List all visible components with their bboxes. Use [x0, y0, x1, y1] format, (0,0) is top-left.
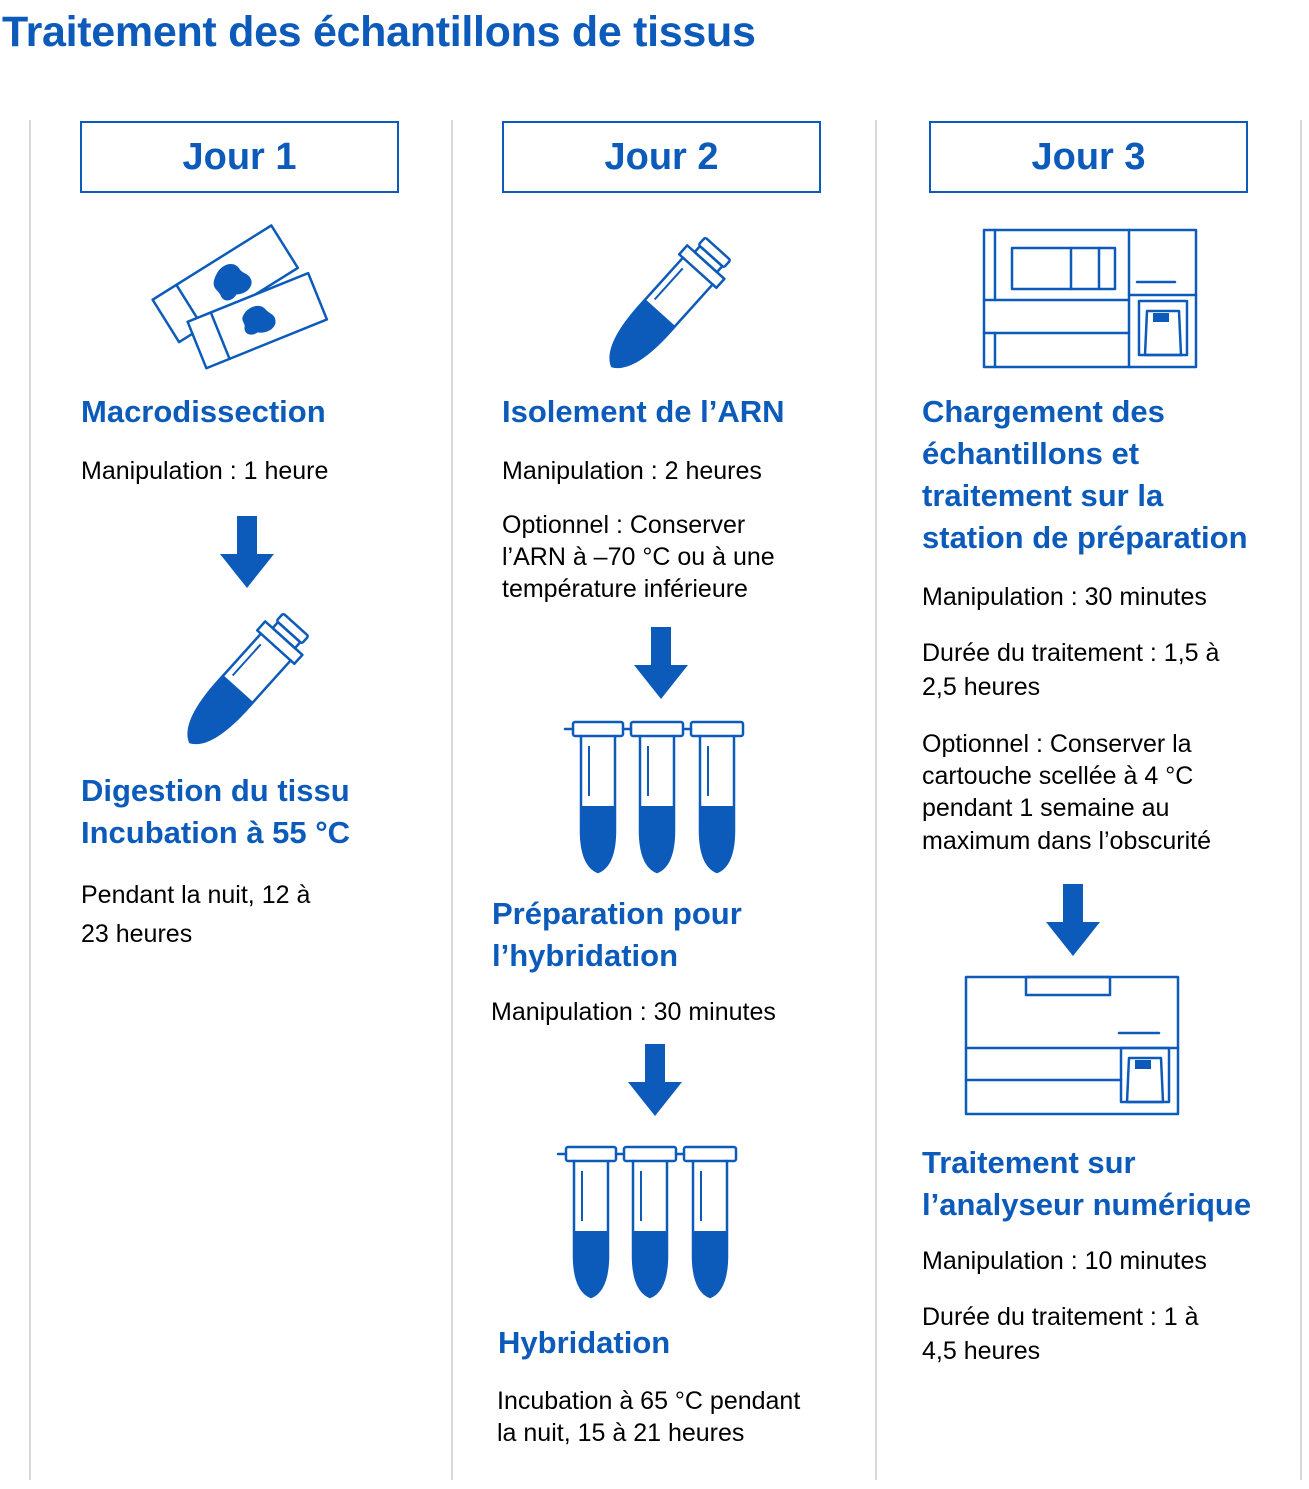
step-heading: Hybridation — [498, 1325, 671, 1360]
step-detail: 23 heures — [81, 920, 193, 948]
step-note: Optionnel : Conserver la — [922, 730, 1192, 758]
step-detail: Incubation à 65 °C pendant — [497, 1387, 801, 1415]
day-2-header: Jour 2 — [502, 121, 821, 193]
step-detail: Manipulation : 30 minutes — [491, 998, 776, 1026]
day-3-header: Jour 3 — [929, 121, 1248, 193]
step-heading: Isolement de l’ARN — [502, 394, 785, 429]
down-arrow-icon — [634, 627, 688, 699]
step-heading: station de préparation — [922, 520, 1248, 555]
page-title: Traitement des échantillons de tissus — [2, 8, 756, 56]
step-detail: Pendant la nuit, 12 à — [81, 881, 311, 909]
tube-strip-icon — [556, 1145, 738, 1299]
step-detail: la nuit, 15 à 21 heures — [497, 1419, 745, 1447]
step-heading: Macrodissection — [81, 394, 326, 429]
step-heading: Incubation à 55 °C — [81, 815, 351, 850]
step-detail: Manipulation : 2 heures — [502, 457, 762, 485]
tube-icon — [187, 612, 309, 745]
step-heading: traitement sur la — [922, 478, 1164, 513]
step-heading: Chargement des — [922, 394, 1165, 429]
down-arrow-icon — [628, 1044, 682, 1116]
down-arrow-icon — [220, 516, 274, 588]
tissue-slides-icon — [151, 224, 329, 370]
step-note: l’ARN à –70 °C ou à une — [502, 543, 775, 571]
down-arrow-icon — [1046, 884, 1100, 956]
prep-station-icon — [982, 228, 1198, 369]
step-duration: 2,5 heures — [922, 673, 1041, 701]
step-detail: Manipulation : 1 heure — [81, 457, 329, 485]
step-heading: Préparation pour — [492, 896, 742, 931]
column-divider — [451, 120, 453, 1480]
step-note: maximum dans l’obscurité — [922, 827, 1211, 855]
step-detail: Manipulation : 30 minutes — [922, 583, 1207, 611]
step-heading: échantillons et — [922, 436, 1140, 471]
column-divider — [875, 120, 877, 1480]
tube-strip-icon — [563, 720, 745, 874]
digital-analyzer-icon — [964, 975, 1180, 1116]
column-divider — [29, 120, 31, 1480]
step-heading: l’analyseur numérique — [922, 1187, 1252, 1222]
step-duration: Durée du traitement : 1,5 à — [922, 639, 1220, 667]
step-heading: Traitement sur — [922, 1145, 1136, 1180]
step-note: cartouche scellée à 4 °C — [922, 762, 1194, 790]
column-divider — [1300, 120, 1302, 1480]
step-note: température inférieure — [502, 575, 748, 603]
step-heading: l’hybridation — [492, 938, 678, 973]
step-duration: 4,5 heures — [922, 1337, 1041, 1365]
step-note: pendant 1 semaine au — [922, 794, 1170, 822]
day-1-header: Jour 1 — [80, 121, 399, 193]
step-note: Optionnel : Conserver — [502, 511, 746, 539]
step-detail: Manipulation : 10 minutes — [922, 1247, 1207, 1275]
step-heading: Digestion du tissu — [81, 773, 350, 808]
step-duration: Durée du traitement : 1 à — [922, 1303, 1199, 1331]
tube-icon — [609, 236, 731, 369]
